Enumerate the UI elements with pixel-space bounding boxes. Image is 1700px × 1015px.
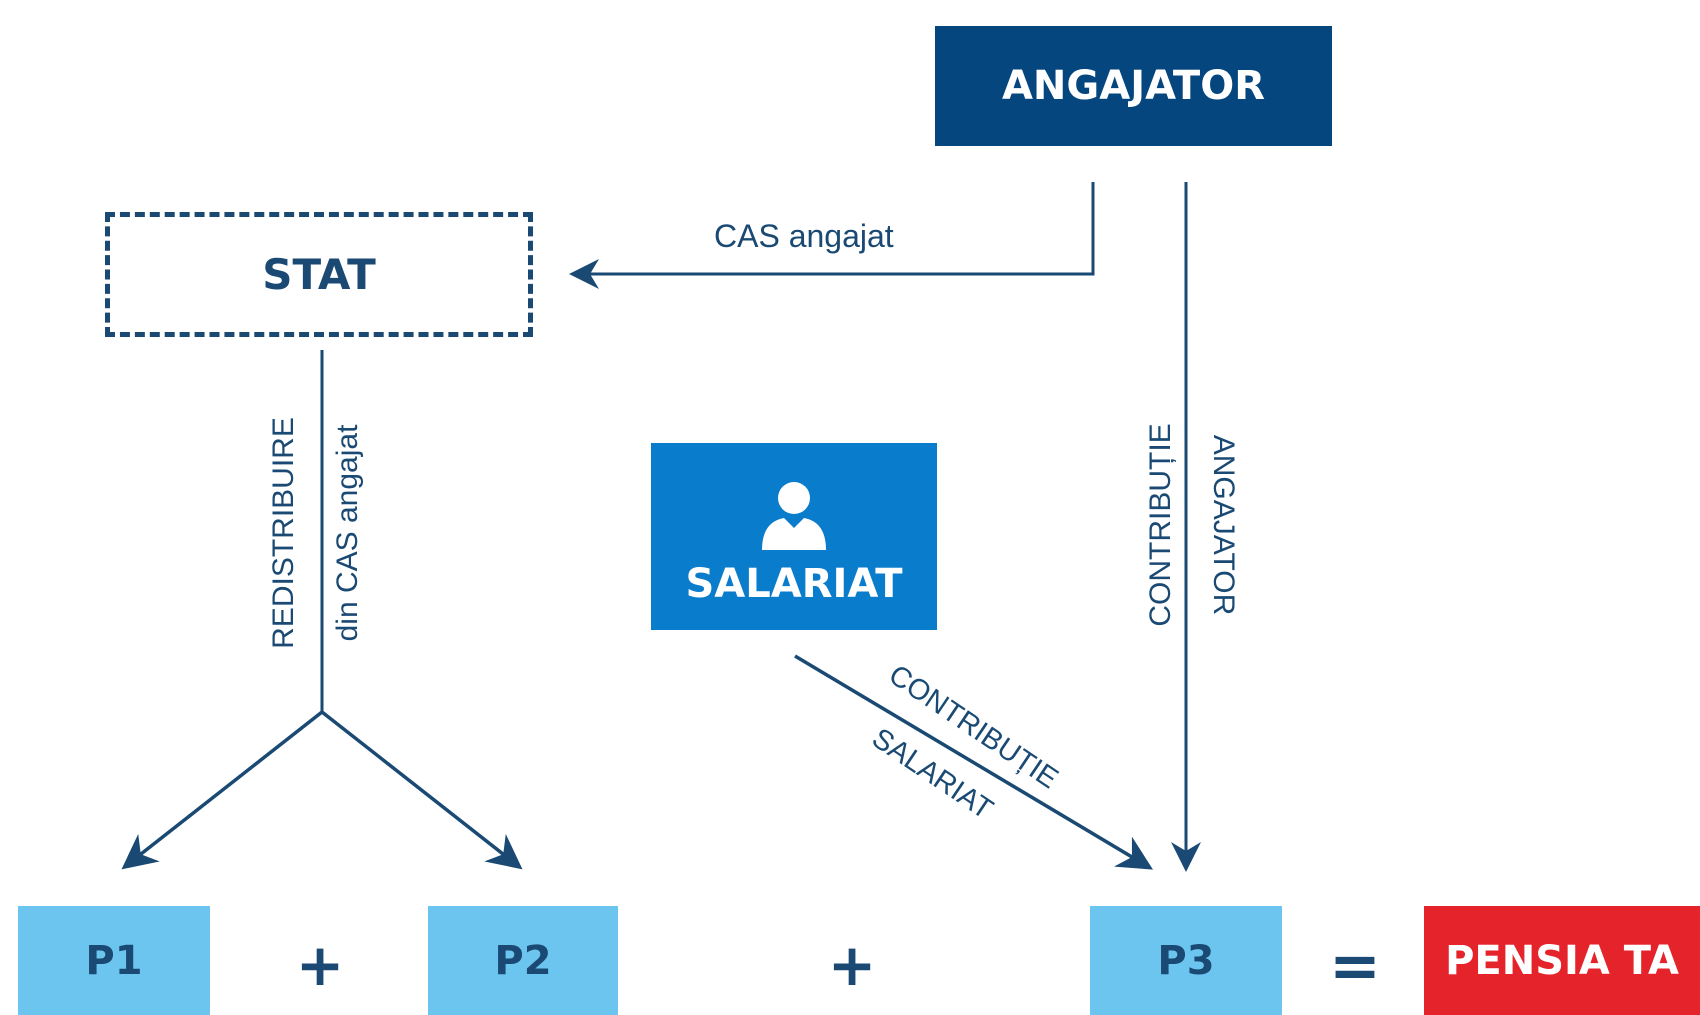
redistribuire-label: REDISTRIBUIRE	[267, 417, 300, 649]
plus-operator: +	[827, 931, 877, 999]
plus-operator: +	[295, 931, 345, 999]
p2-box: P2	[428, 906, 618, 1015]
arrow-contributie-salariat	[794, 654, 1154, 870]
stat-box: STAT	[105, 212, 533, 337]
p3-label: P3	[1157, 937, 1215, 984]
arrow-to-p1	[121, 710, 324, 870]
person-icon	[762, 482, 826, 550]
cas-angajat-label: CAS angajat	[714, 218, 894, 254]
arrow-cas-angajat	[569, 182, 1095, 289]
p3-box: P3	[1090, 906, 1282, 1015]
equals-operator: =	[1329, 928, 1381, 1002]
pensia-ta-box: PENSIA TA	[1424, 906, 1700, 1015]
angajator-label: ANGAJATOR	[1001, 63, 1266, 109]
p1-box: P1	[18, 906, 210, 1015]
contributie-angajator-label-line1: CONTRIBUȚIE	[1144, 423, 1177, 627]
din-cas-angajat-label: din CAS angajat	[331, 424, 364, 642]
contributie-angajator-label-line2: ANGAJATOR	[1207, 434, 1240, 616]
p2-label: P2	[494, 937, 552, 984]
pensia-ta-label: PENSIA TA	[1445, 937, 1679, 984]
salariat-label: SALARIAT	[685, 561, 903, 607]
angajator-box: ANGAJATOR	[935, 26, 1332, 146]
stat-label: STAT	[262, 250, 376, 299]
arrow-to-p2	[320, 710, 523, 870]
salariat-box: SALARIAT	[651, 443, 937, 630]
p1-label: P1	[85, 937, 143, 984]
